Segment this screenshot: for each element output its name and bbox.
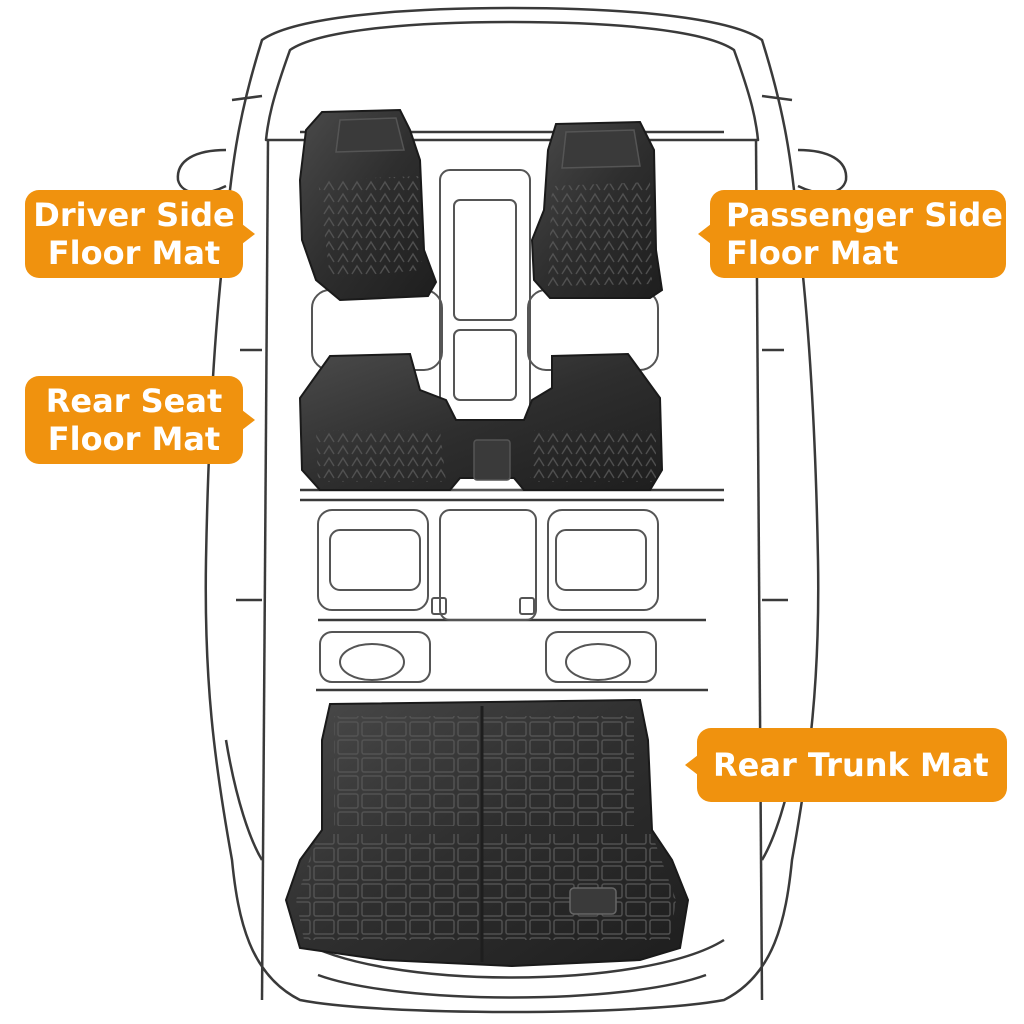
callout-driver-side-floor-mat: Driver Side Floor Mat [25,190,255,278]
callout-passenger-line2: Floor Mat [726,234,899,272]
car-interior-line-art [311,169,659,683]
callout-rear-trunk-mat: Rear Trunk Mat [685,728,1007,802]
callout-rear-seat-line1: Rear Seat [45,382,223,420]
callout-pointer [685,755,698,775]
callout-driver-line2: Floor Mat [47,234,221,272]
rear-trunk-mat [284,698,690,968]
rear-seat-floor-mat [298,352,664,491]
callout-driver-line1: Driver Side [33,196,235,234]
callout-passenger-line1: Passenger Side [726,196,1003,234]
driver-side-floor-mat [298,108,438,302]
passenger-side-floor-mat [530,120,664,299]
callout-rear-seat-line2: Floor Mat [47,420,221,458]
callout-pointer [698,224,711,244]
callout-passenger-side-floor-mat: Passenger Side Floor Mat [698,190,1006,278]
callout-pointer [242,410,255,430]
callout-pointer [242,224,255,244]
callout-trunk-line1: Rear Trunk Mat [713,746,989,784]
callout-rear-seat-floor-mat: Rear Seat Floor Mat [25,376,255,464]
